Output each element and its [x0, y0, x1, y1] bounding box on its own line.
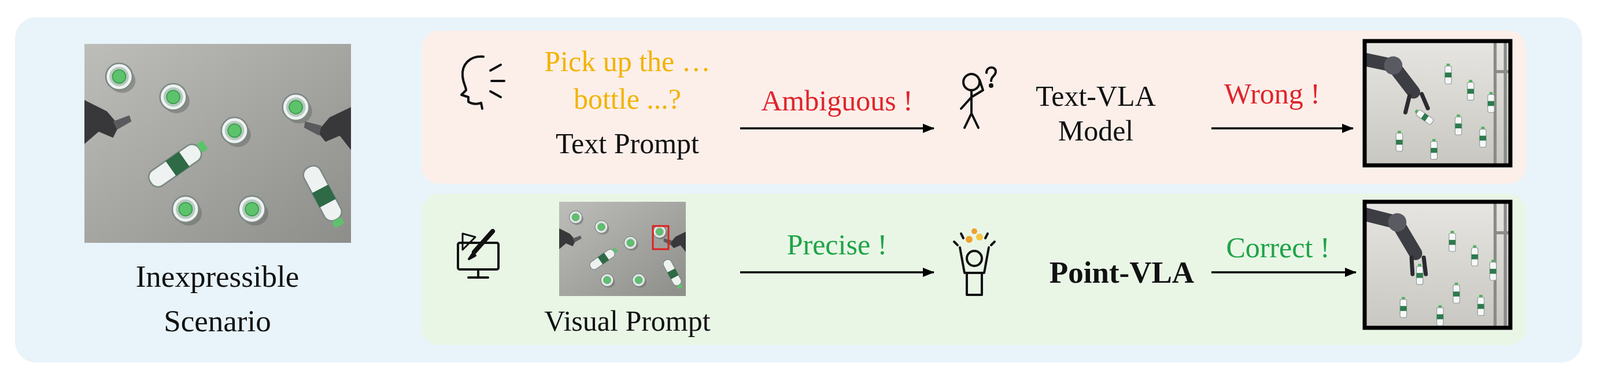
prompt-text: Pick up the … bottle ...?	[517, 42, 738, 118]
prompt-image	[559, 201, 686, 297]
result-label: Correct !	[1162, 230, 1394, 265]
cheer-icon	[954, 233, 995, 246]
text-band	[421, 30, 1526, 184]
result-label: Wrong !	[1156, 76, 1388, 112]
cheer-icon	[959, 247, 989, 273]
speaker-icon	[461, 56, 484, 109]
prompt-caption: Text Prompt	[517, 126, 738, 161]
result-photo	[1364, 201, 1511, 328]
confused-icon	[986, 67, 996, 81]
scene-photo	[84, 43, 351, 243]
target-box	[652, 226, 669, 250]
confused-icon	[963, 74, 980, 91]
cheer-icon	[976, 233, 984, 241]
model-name: Point-VLA	[1043, 255, 1200, 290]
cheer-icon	[954, 228, 995, 295]
confused-icon	[961, 67, 996, 128]
flow-arrow	[740, 271, 934, 274]
visual-band	[421, 193, 1526, 346]
result-photo	[1364, 41, 1511, 166]
model-name: Text-VLA Model	[1020, 78, 1171, 149]
cheer-icon	[965, 235, 973, 243]
monitor-pen-icon	[468, 269, 489, 278]
edge-label: Precise !	[692, 227, 982, 262]
outer-panel	[15, 17, 1583, 363]
scenario-caption: Inexpressible Scenario	[95, 254, 339, 344]
speaker-icon	[490, 64, 505, 98]
text-prompt: Pick up the … bottle ...? Text Prompt	[514, 40, 741, 164]
photo-frame	[1364, 201, 1511, 328]
monitor-pen-icon	[474, 231, 493, 253]
result-arrow	[1211, 271, 1356, 274]
monitor-pen-icon	[462, 233, 476, 250]
confused-icon	[961, 79, 984, 109]
visual-prompt: Visual Prompt	[514, 196, 741, 342]
cheer-icon	[966, 272, 982, 295]
cheer-icon	[971, 228, 978, 235]
flow-arrow	[740, 127, 934, 130]
model-box: Text-VLA Model	[933, 72, 1206, 154]
confused-icon	[989, 84, 993, 87]
speaker-icon	[461, 56, 505, 109]
cheer-icon	[966, 250, 982, 266]
prompt-caption: Visual Prompt	[517, 303, 738, 339]
monitor-pen-icon	[457, 231, 499, 278]
photo-frame	[1364, 41, 1511, 166]
result-arrow	[1211, 127, 1354, 130]
model-box: Point-VLA	[933, 249, 1206, 296]
edge-label: Ambiguous !	[692, 83, 982, 118]
monitor-pen-icon	[468, 253, 476, 260]
